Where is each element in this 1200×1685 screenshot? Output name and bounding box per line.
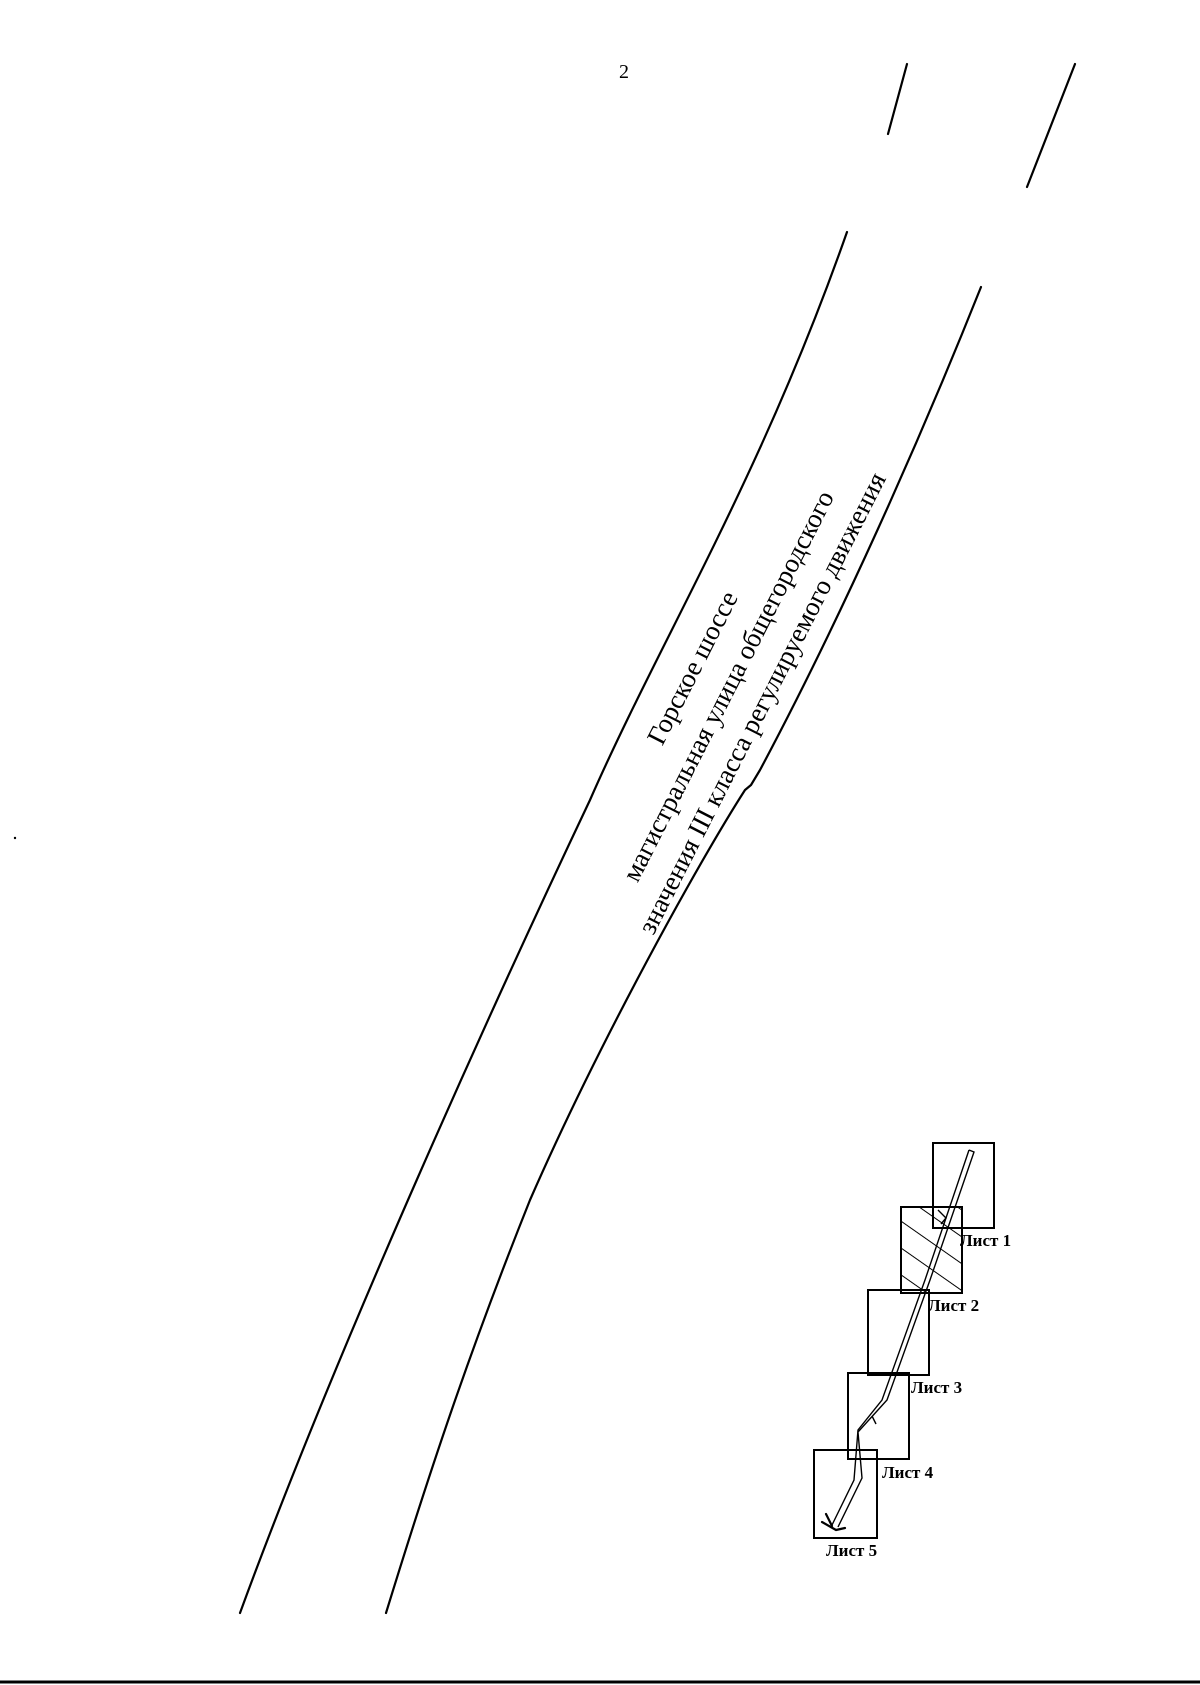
sheet-label-3: Лист 3 [911, 1378, 962, 1397]
road-edge-segment-upper-left [886, 62, 909, 136]
road-edge-left [238, 230, 849, 1615]
road-edge-segment-upper-right [1025, 62, 1077, 189]
page-number: 2 [619, 61, 629, 83]
key-map-junction-2 [871, 1415, 877, 1425]
key-map-interchange [820, 1512, 847, 1532]
sheet-frame-4 [847, 1372, 910, 1460]
sheet-frame-3 [867, 1289, 930, 1376]
key-map: Лист 1 Лист 2 Лист 3 Лист 4 Лист 5 [813, 1142, 1011, 1560]
sheet-label-2: Лист 2 [928, 1296, 979, 1315]
sheet-label-5: Лист 5 [826, 1541, 877, 1560]
road-description-line1: магистральная улица общегородского [616, 486, 840, 886]
road-edge-right [384, 285, 983, 1615]
sheet-frame-1 [932, 1142, 995, 1229]
key-map-road-edge-a [837, 1149, 975, 1528]
sheet-frame-2 [900, 1206, 963, 1294]
sheet-frame-2-hatch [901, 1207, 962, 1293]
key-map-road-edge-b [831, 1149, 970, 1526]
key-map-junction-1 [937, 1209, 947, 1225]
sheet-frame-5 [813, 1449, 878, 1539]
scan-dot [13, 836, 17, 840]
sheet-label-1: Лист 1 [960, 1231, 1011, 1250]
road-label-group: Горское шоссе магистральная улица общего… [616, 467, 892, 938]
sheet-label-4: Лист 4 [882, 1463, 934, 1482]
